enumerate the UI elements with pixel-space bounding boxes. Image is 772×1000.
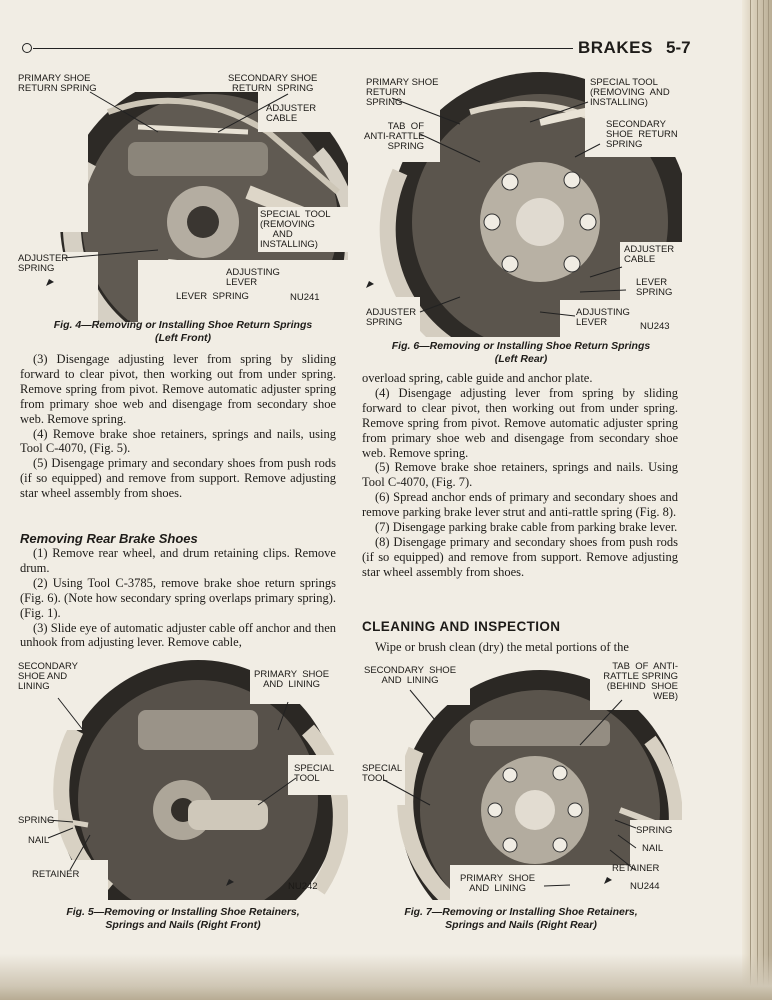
label-tab-anti-rattle: TAB OF ANTI- RATTLE SPRING (BEHIND SHOE …	[603, 661, 678, 702]
paragraph: Wipe or brush clean (dry) the metal port…	[375, 640, 629, 654]
figure-5: SECONDARY SHOE AND LINING PRIMARY SHOE A…	[18, 660, 348, 938]
section-title: BRAKES	[578, 38, 653, 57]
label-primary-shoe-lining: PRIMARY SHOE AND LINING	[254, 669, 330, 690]
bottom-shadow	[0, 954, 772, 1000]
section-heading-rear-brake-shoes: Removing Rear Brake Shoes	[20, 531, 198, 546]
label-secondary-return-spring: SECONDARY SHOE RETURN SPRING	[606, 119, 678, 150]
label-adjuster-cable: ADJUSTER CABLE	[624, 244, 675, 265]
label-tab-anti-rattle: TAB OF ANTI-RATTLE SPRING	[364, 121, 425, 152]
figure-4: PRIMARY SHOE RETURN SPRING SECONDARY SHO…	[18, 72, 348, 350]
label-special-tool: SPECIAL TOOL	[294, 763, 335, 784]
label-special-tool: SPECIAL TOOL (REMOVING AND INSTALLING)	[260, 209, 331, 250]
right-column-top: overload spring, cable guide and anchor …	[362, 371, 678, 580]
label-secondary-shoe-lining: SECONDARY SHOE AND LINING	[18, 661, 79, 692]
label-special-tool: SPECIAL TOOL	[362, 763, 403, 784]
page-edge	[742, 0, 772, 1000]
header-rule	[33, 48, 573, 49]
paragraph: (5) Disengage primary and secondary shoe…	[20, 456, 336, 501]
label-primary-return-spring: PRIMARY SHOE RETURN SPRING	[18, 73, 97, 94]
label-spring: SPRING	[18, 815, 55, 826]
figure-code: NU243	[640, 321, 670, 332]
label-secondary-return-spring: SECONDARY SHOE RETURN SPRING	[228, 73, 318, 94]
paragraph: (1) Remove rear wheel, and drum retainin…	[20, 546, 336, 575]
paragraph: (5) Remove brake shoe retainers, springs…	[362, 460, 678, 490]
label-adjusting-lever: ADJUSTING LEVER	[226, 267, 280, 288]
left-column-bottom: (1) Remove rear wheel, and drum retainin…	[20, 546, 336, 650]
label-primary-shoe-lining: PRIMARY SHOE AND LINING	[460, 873, 536, 894]
label-retainer: RETAINER	[612, 863, 660, 874]
paragraph: (3) Disengage adjusting lever from sprin…	[20, 352, 336, 426]
label-nail: NAIL	[642, 843, 664, 854]
figure-4-photo	[18, 72, 348, 322]
label-spring: SPRING	[636, 825, 673, 836]
figure-6: PRIMARY SHOE RETURN SPRING SPECIAL TOOL …	[360, 72, 682, 368]
label-special-tool: SPECIAL TOOL (REMOVING AND INSTALLING)	[590, 77, 670, 108]
header-circle	[22, 43, 32, 53]
figure-4-caption: Fig. 4—Removing or Installing Shoe Retur…	[53, 319, 313, 344]
figure-5-photo	[18, 660, 348, 900]
paragraph: (8) Disengage primary and secondary shoe…	[362, 534, 678, 579]
label-adjuster-cable: ADJUSTER CABLE	[266, 103, 317, 124]
figure-code: NU241	[290, 292, 320, 303]
label-lever-spring: LEVER SPRING	[636, 277, 673, 298]
paragraph: (4) Disengage adjusting lever from sprin…	[362, 385, 678, 460]
paragraph: overload spring, cable guide and anchor …	[362, 371, 593, 385]
figure-code: NU242	[288, 881, 318, 892]
paragraph: (2) Using Tool C-3785, remove brake shoe…	[20, 575, 336, 620]
figure-6-photo	[360, 72, 682, 337]
figure-5-caption: Fig. 5—Removing or Installing Shoe Retai…	[66, 906, 300, 931]
page-number: 5-7	[666, 38, 691, 57]
label-lever-spring: LEVER SPRING	[176, 291, 249, 302]
figure-7: SECONDARY SHOE AND LINING TAB OF ANTI- R…	[360, 660, 682, 938]
figure-6-caption: Fig. 6—Removing or Installing Shoe Retur…	[391, 340, 651, 365]
label-secondary-shoe-lining: SECONDARY SHOE AND LINING	[364, 665, 457, 686]
label-nail: NAIL	[28, 835, 50, 846]
label-adjuster-spring: ADJUSTER SPRING	[18, 253, 69, 274]
left-column-top: (3) Disengage adjusting lever from sprin…	[20, 352, 336, 501]
paragraph: (4) Remove brake shoe retainers, springs…	[20, 426, 336, 456]
figure-7-caption: Fig. 7—Removing or Installing Shoe Retai…	[404, 906, 638, 931]
label-adjuster-spring: ADJUSTER SPRING	[366, 307, 417, 328]
paragraph: (6) Spread anchor ends of primary and se…	[362, 490, 678, 520]
paragraph: (3) Slide eye of automatic adjuster cabl…	[20, 620, 336, 650]
label-retainer: RETAINER	[32, 869, 80, 880]
label-primary-return-spring: PRIMARY SHOE RETURN SPRING	[366, 77, 439, 108]
label-adjusting-lever: ADJUSTING LEVER	[576, 307, 630, 328]
right-column-bottom: Wipe or brush clean (dry) the metal port…	[362, 640, 678, 655]
figure-code: NU244	[630, 881, 660, 892]
section-heading-cleaning: CLEANING AND INSPECTION	[362, 619, 561, 634]
figure-7-photo	[360, 660, 682, 900]
paragraph: (7) Disengage parking brake cable from p…	[375, 520, 678, 535]
